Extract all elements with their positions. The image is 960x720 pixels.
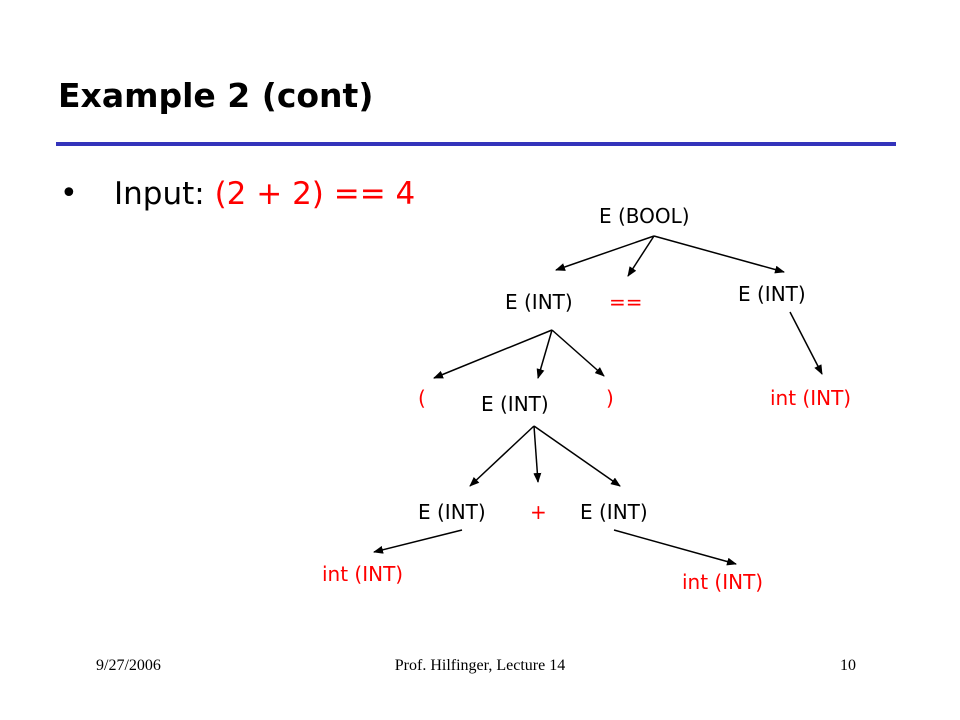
footer-date: 9/27/2006: [96, 657, 161, 674]
input-bullet: Input: (2 + 2) == 4: [114, 176, 415, 212]
edge-mid-addleft: [469, 425, 535, 487]
node-plus: +: [530, 500, 547, 524]
input-label: Input:: [114, 176, 205, 212]
edge-root-left: [555, 235, 655, 271]
node-add-right: E (INT): [580, 500, 648, 524]
input-expression: (2 + 2) == 4: [214, 176, 416, 212]
node-lparen: (: [418, 386, 426, 410]
edge-left-lparen: [433, 329, 553, 379]
edge-left-mid: [536, 329, 553, 379]
node-leaf-right: int (INT): [682, 570, 764, 594]
node-left: E (INT): [505, 290, 573, 314]
footer-page-number: 10: [840, 657, 856, 674]
edge-addleft-leaf: [373, 529, 463, 554]
node-add-left: E (INT): [418, 500, 486, 524]
edge-addright-leaf: [613, 529, 737, 566]
title-divider: [56, 142, 896, 146]
node-rparen: ): [606, 386, 614, 410]
edge-left-rparen: [551, 329, 605, 377]
bullet-dot: •: [60, 176, 78, 211]
edge-root-eq: [627, 235, 655, 277]
node-eq: ==: [609, 290, 643, 314]
node-right-leaf: int (INT): [770, 386, 852, 410]
footer-lecture: Prof. Hilfinger, Lecture 14: [394, 657, 566, 674]
edge-mid-plus: [533, 425, 542, 483]
edge-right-leaf: [789, 311, 823, 375]
slide-title: Example 2 (cont): [58, 76, 374, 115]
edge-root-right: [653, 235, 785, 274]
node-right: E (INT): [738, 282, 806, 306]
edge-mid-addright: [533, 425, 621, 487]
node-leaf-left: int (INT): [322, 562, 404, 586]
node-mid: E (INT): [481, 392, 549, 416]
node-root: E (BOOL): [599, 204, 690, 228]
